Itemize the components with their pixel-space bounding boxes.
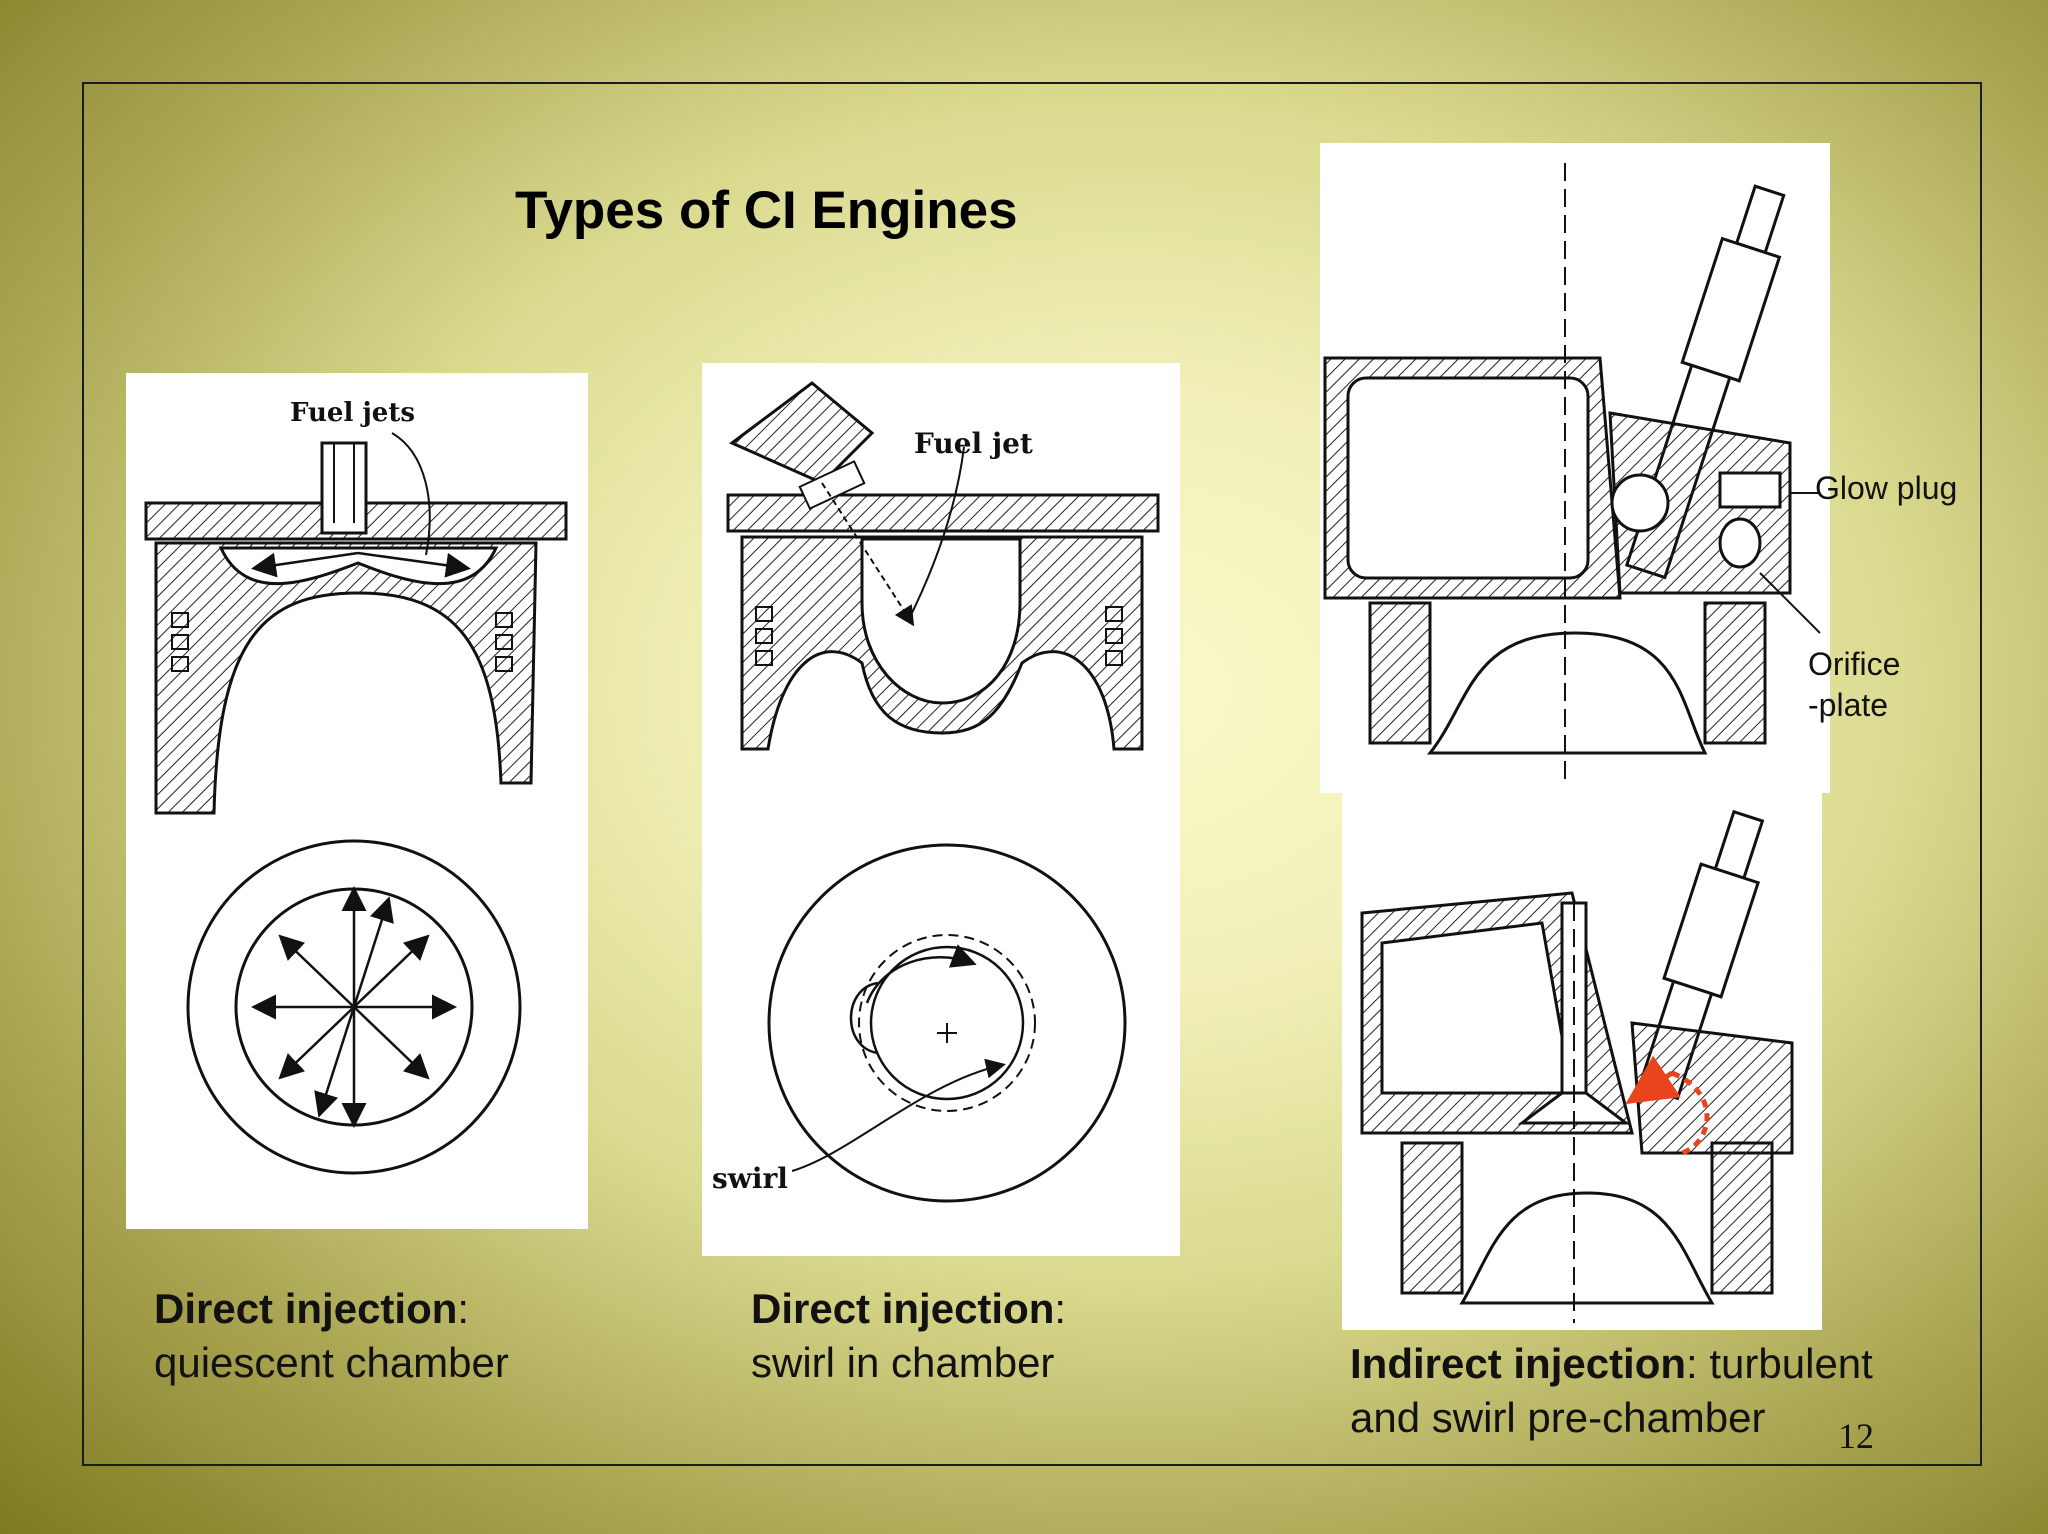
swirl-label: swirl — [712, 1162, 788, 1195]
orifice-label-line1: Orifice — [1808, 646, 1901, 682]
slide-frame — [82, 82, 1982, 1466]
glow-plug-label: Glow plug — [1815, 470, 1958, 506]
caption-swirl: Direct injection: swirl in chamber — [751, 1282, 1066, 1390]
caption-swirl-bold: Direct injection — [751, 1285, 1055, 1332]
caption-quiescent-colon: : — [457, 1285, 470, 1332]
caption-swirl-line2: swirl in chamber — [751, 1339, 1055, 1386]
caption-quiescent-bold: Direct injection — [154, 1285, 458, 1332]
slide-title: Types of CI Engines — [515, 181, 1018, 240]
fuel-jets-label: Fuel jets — [290, 398, 415, 428]
orifice-label-line2: -plate — [1808, 687, 1889, 723]
page-number: 12 — [1838, 1416, 1874, 1456]
quiescent-chamber-diagram: Fuel jets — [126, 373, 588, 1229]
prechamber-diagram-top — [1320, 143, 1830, 793]
caption-indirect-line2: and swirl pre-chamber — [1350, 1394, 1766, 1441]
swirl-chamber-diagram: Fuel jet swirl — [702, 363, 1180, 1256]
caption-indirect-bold: Indirect injection — [1350, 1340, 1687, 1387]
prechamber-diagram-bottom — [1342, 793, 1822, 1330]
caption-swirl-colon: : — [1054, 1285, 1067, 1332]
fuel-jet-label: Fuel jet — [914, 427, 1033, 460]
caption-quiescent-line2: quiescent chamber — [154, 1339, 509, 1386]
caption-indirect-rest: : turbulent — [1686, 1340, 1873, 1387]
caption-quiescent: Direct injection: quiescent chamber — [154, 1282, 509, 1390]
caption-indirect: Indirect injection: turbulent and swirl … — [1350, 1337, 1873, 1445]
